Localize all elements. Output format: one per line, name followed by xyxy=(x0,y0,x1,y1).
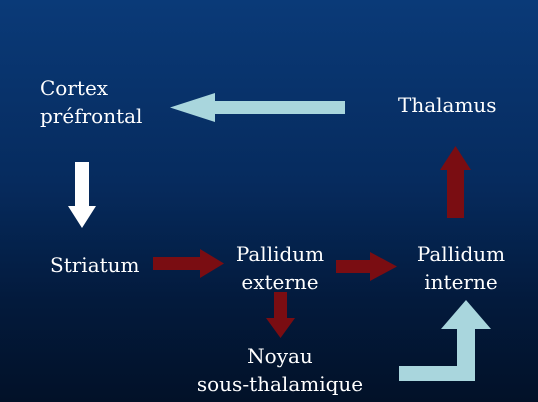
noyau-line2: sous-thalamique xyxy=(196,372,364,396)
striatum-label: Striatum xyxy=(50,253,140,277)
arrow-noyau-to-pallidum-interne xyxy=(399,300,491,381)
cortex-label-line2: préfrontal xyxy=(40,104,143,128)
arrow-striatum-to-pallidum-externe xyxy=(153,249,224,278)
node-pallidum-externe: Pallidum externe xyxy=(225,240,335,296)
thalamus-label: Thalamus xyxy=(398,93,497,117)
node-pallidum-interne: Pallidum interne xyxy=(406,240,516,296)
node-striatum: Striatum xyxy=(50,251,140,279)
pallidum-interne-line2: interne xyxy=(424,270,498,294)
node-noyau-sous-thalamique: Noyau sous-thalamique xyxy=(190,342,370,398)
noyau-line1: Noyau xyxy=(247,344,313,368)
arrow-pallidum-externe-to-noyau xyxy=(266,292,295,338)
cortex-label-line1: Cortex xyxy=(40,76,109,100)
pallidum-externe-line1: Pallidum xyxy=(235,242,325,266)
pallidum-externe-line2: externe xyxy=(241,270,319,294)
node-thalamus: Thalamus xyxy=(398,91,497,119)
arrow-cortex-to-striatum xyxy=(68,162,96,228)
arrow-pallidum-externe-to-interne xyxy=(336,252,397,281)
node-cortex-prefrontal: Cortex préfrontal xyxy=(40,74,142,130)
pallidum-interne-line1: Pallidum xyxy=(416,242,506,266)
arrow-thalamus-to-cortex xyxy=(170,93,345,122)
arrow-pallidum-interne-to-thalamus xyxy=(440,146,471,218)
